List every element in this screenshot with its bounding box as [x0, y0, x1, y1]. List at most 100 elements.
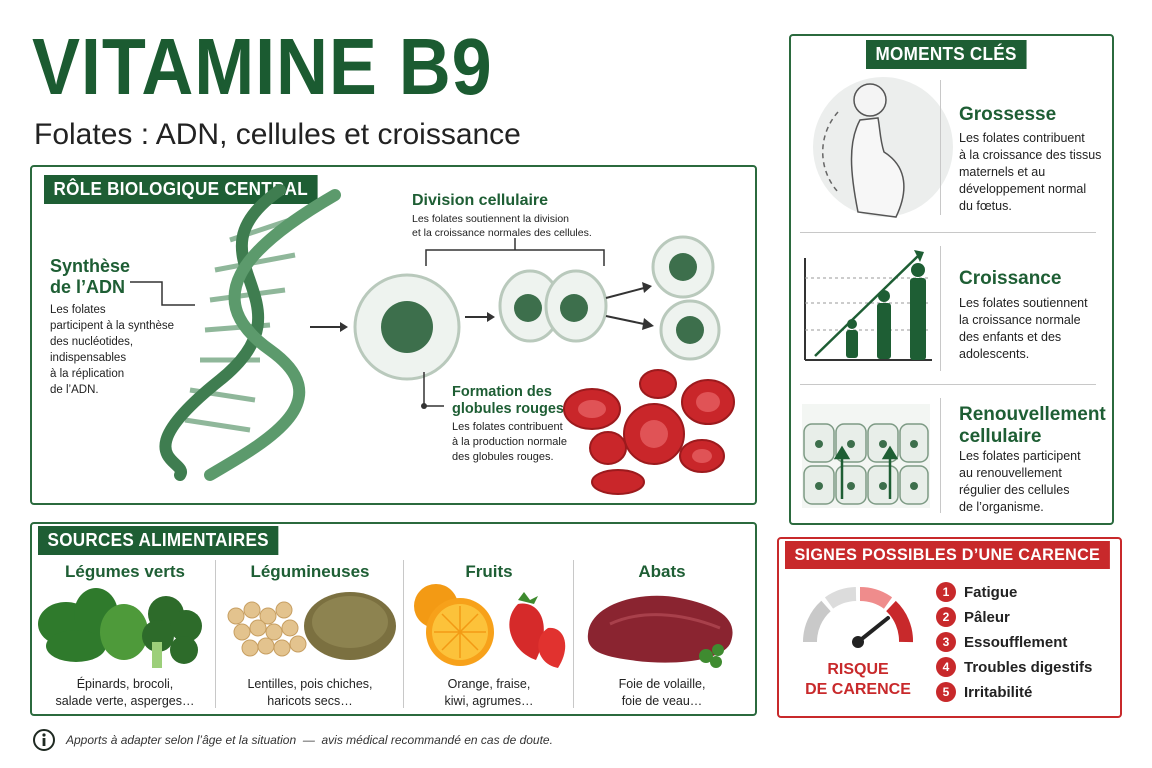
division-title: Division cellulaire [412, 192, 549, 209]
arrow-icon [465, 312, 495, 322]
food-desc-line: Lentilles, pois chiches, [247, 677, 373, 691]
adn-text-line: participent à la synthèse [50, 320, 175, 332]
renouvellement-title: Renouvellement cellulaire [959, 404, 1106, 448]
adn-text-line: indispensables [50, 352, 127, 364]
food-title-legumes: Légumes verts [65, 562, 185, 581]
arrow-icon [605, 282, 654, 330]
renouvellement-text-line: régulier des cellules [959, 483, 1070, 497]
legumes-icon [227, 592, 396, 660]
sign-label: Essoufflement [964, 633, 1068, 651]
sign-item: 1 Fatigue [936, 582, 1017, 602]
sign-item: 3 Essoufflement [936, 632, 1067, 652]
globules-text-line: des globules rouges. [452, 451, 554, 463]
croissance-text-line: adolescents. [959, 347, 1030, 361]
food-desc-legumineuses: Lentilles, pois chiches, haricots secs… [220, 676, 400, 710]
adn-text-line: à la réplication [50, 368, 125, 380]
cell-icon [659, 299, 721, 361]
renouvellement-title-line1: Renouvellement [959, 404, 1106, 425]
page-subtitle: Folates : ADN, cellules et croissance [34, 118, 521, 151]
vertical-divider [573, 560, 574, 708]
renouvellement-text-line: Les folates participent [959, 449, 1081, 463]
fruits-icon [414, 584, 566, 668]
adn-title-line2: de l’ADN [50, 277, 126, 297]
number-badge: 2 [936, 607, 956, 627]
food-desc-line: foie de veau… [621, 694, 703, 708]
role-tag: RÔLE BIOLOGIQUE CENTRAL [44, 175, 318, 204]
globules-text-line: à la production normale [452, 436, 567, 448]
footer-note: Apports à adapter selon l’âge et la situ… [66, 733, 553, 747]
globules-title-line1: Formation des [452, 384, 552, 400]
grossesse-text-line: Les folates contribuent [959, 131, 1085, 145]
moments-tag: MOMENTS CLÉS [866, 40, 1027, 69]
croissance-text-line: Les folates soutiennent [959, 296, 1088, 310]
cell-icon [651, 235, 715, 299]
page-title: VITAMINE B9 [32, 22, 493, 111]
vertical-divider [215, 560, 216, 708]
food-desc-line: salade verte, asperges… [55, 694, 195, 708]
risk-label: RISQUE DE CARENCE [800, 660, 916, 700]
food-desc-line: Épinards, brocoli, [76, 677, 174, 691]
adn-text-line: de l’ADN. [50, 384, 99, 396]
food-desc-line: Orange, fraise, [447, 677, 531, 691]
sign-item: 4 Troubles digestifs [936, 657, 1092, 677]
croissance-text-line: la croissance normale [959, 313, 1081, 327]
division-text-line: et la croissance normales des cellules. [412, 227, 592, 239]
risk-label-line2: DE CARENCE [805, 681, 911, 698]
sign-label: Troubles digestifs [964, 658, 1093, 676]
vertical-divider [940, 398, 941, 513]
connector-line [130, 281, 195, 306]
info-icon [33, 729, 55, 751]
spinach-broccoli-icon [38, 588, 202, 668]
food-desc-line: kiwi, agrumes… [444, 694, 534, 708]
food-desc-abats: Foie de volaille, foie de veau… [578, 676, 746, 710]
renouvellement-text-line: au renouvellement [959, 466, 1062, 480]
croissance-title: Croissance [959, 268, 1062, 289]
division-text-line: Les folates soutiennent la division [412, 213, 570, 225]
horizontal-divider [800, 232, 1096, 233]
dna-helix-icon [159, 184, 341, 481]
grossesse-title: Grossesse [959, 104, 1057, 125]
globules-text: Les folates contribuent à la production … [452, 420, 567, 465]
number-badge: 5 [936, 682, 956, 702]
grossesse-text-line: à la croissance des tissus [959, 148, 1102, 162]
growth-chart-icon [804, 250, 932, 361]
adn-text: Les folates participent à la synthèse de… [50, 302, 174, 398]
grossesse-text-line: du fœtus. [959, 199, 1012, 213]
food-title-abats: Abats [638, 562, 686, 581]
pregnant-woman-icon [813, 77, 953, 218]
globules-title: Formation des globules rouges [452, 384, 564, 418]
cell-icon [353, 273, 461, 381]
red-blood-cells-icon [563, 369, 735, 495]
vertical-divider [940, 80, 941, 215]
sign-label: Fatigue [964, 583, 1018, 601]
adn-text-line: Les folates [50, 304, 106, 316]
croissance-text: Les folates soutiennent la croissance no… [959, 295, 1088, 363]
vertical-divider [940, 246, 941, 371]
vertical-divider [403, 560, 404, 708]
adn-text-line: des nucléotides, [50, 336, 134, 348]
number-badge: 4 [936, 657, 956, 677]
adn-title: Synthèse de l’ADN [50, 256, 130, 298]
sign-label: Irritabilité [964, 683, 1033, 701]
renouvellement-text-line: de l’organisme. [959, 500, 1044, 514]
food-title-legumineuses: Légumineuses [250, 562, 370, 581]
food-desc-line: haricots secs… [267, 694, 353, 708]
sign-item: 5 Irritabilité [936, 682, 1032, 702]
grossesse-text-line: maternels et au [959, 165, 1046, 179]
sources-tag: SOURCES ALIMENTAIRES [38, 526, 279, 555]
food-desc-legumes: Épinards, brocoli, salade verte, asperge… [40, 676, 210, 710]
risk-label-line1: RISQUE [827, 661, 889, 678]
carence-tag: SIGNES POSSIBLES D’UNE CARENCE [785, 541, 1110, 569]
number-badge: 1 [936, 582, 956, 602]
renouvellement-text: Les folates participent au renouvellemen… [959, 448, 1081, 516]
number-badge: 3 [936, 632, 956, 652]
food-desc-fruits: Orange, fraise, kiwi, agrumes… [406, 676, 572, 710]
globules-text-line: Les folates contribuent [452, 421, 563, 433]
food-title-fruits: Fruits [465, 562, 513, 581]
liver-icon [587, 595, 733, 668]
arrow-icon [310, 322, 348, 332]
croissance-text-line: des enfants et des [959, 330, 1062, 344]
globules-title-line2: globules rouges [452, 401, 564, 417]
grossesse-text: Les folates contribuent à la croissance … [959, 130, 1101, 215]
